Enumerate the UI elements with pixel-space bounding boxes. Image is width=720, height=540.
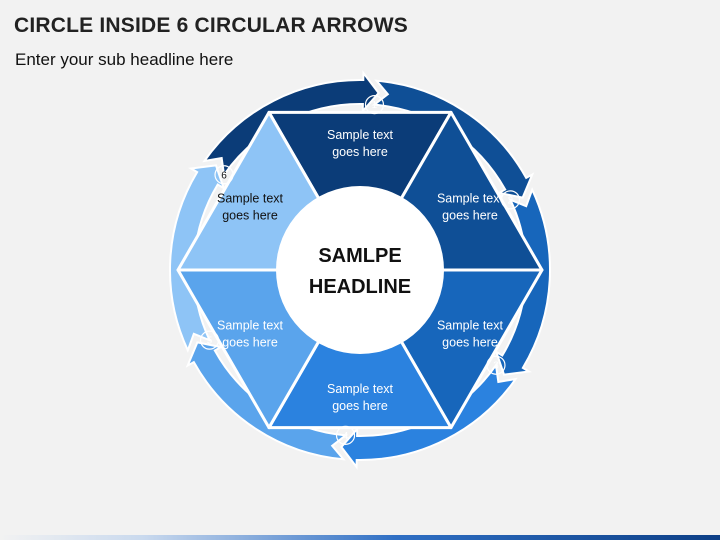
center-headline-line2: HEADLINE: [309, 276, 411, 298]
page-title: CIRCLE INSIDE 6 CIRCULAR ARROWS: [14, 14, 408, 37]
segment-text-line2: goes here: [222, 336, 278, 350]
segment-number-badge: [199, 330, 220, 350]
center-headline-line1: SAMLPE: [318, 245, 401, 267]
segment-number: 4: [343, 431, 349, 442]
segment-number: 2: [508, 195, 514, 206]
segment-text-line2: goes here: [442, 209, 498, 223]
segment-text-line2: goes here: [332, 145, 388, 159]
segment-number-badge: [335, 425, 356, 445]
segment-text-line1: Sample text: [217, 319, 284, 333]
segment-text-line2: goes here: [442, 336, 498, 350]
segment-text-line1: Sample text: [327, 382, 394, 396]
segment-number: 6: [221, 170, 227, 181]
segment-number-badge: [486, 355, 506, 375]
segment-text-line1: Sample text: [217, 192, 284, 206]
bottom-accent-bar: [0, 535, 720, 540]
center-circle: [276, 186, 444, 354]
page-subtitle: Enter your sub headline here: [15, 50, 234, 69]
segment-text-line1: Sample text: [437, 192, 504, 206]
segment-number: 3: [493, 361, 499, 372]
segment-number-badge: [214, 165, 234, 185]
segment-text-line2: goes here: [222, 209, 278, 223]
segment-text-line1: Sample text: [327, 128, 394, 142]
segment-number: 5: [207, 336, 213, 347]
segment-number: 1: [372, 100, 378, 111]
segment-text-line1: Sample text: [437, 319, 504, 333]
segment-text-line2: goes here: [332, 399, 388, 413]
segment-number-badge: [364, 95, 385, 115]
segment-number-badge: [500, 190, 521, 210]
